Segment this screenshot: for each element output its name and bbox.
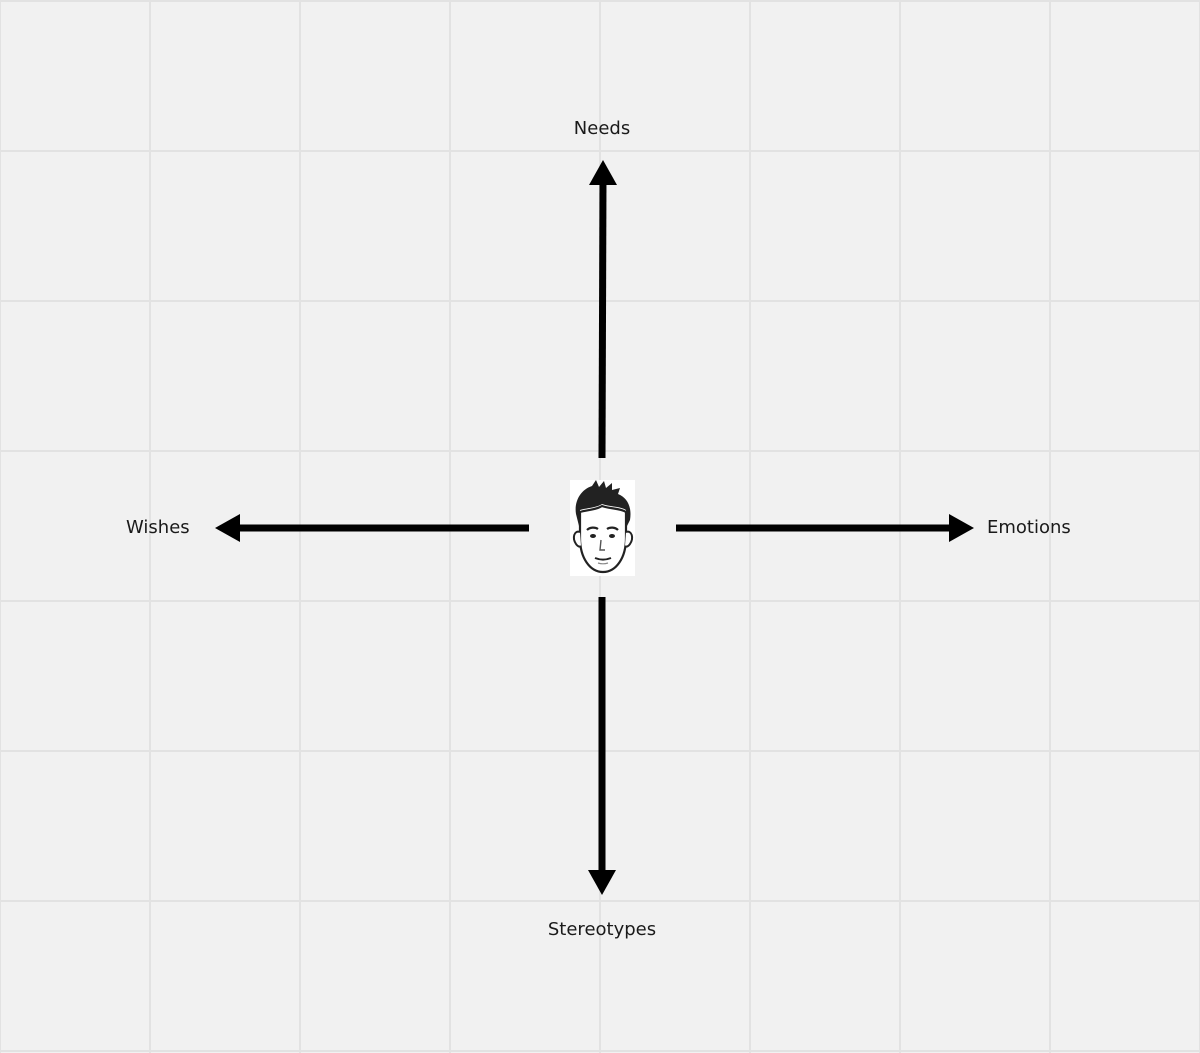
label-stereotypes: Stereotypes bbox=[547, 919, 657, 940]
label-needs: Needs bbox=[573, 118, 631, 139]
arrow-up bbox=[589, 160, 617, 459]
person-face-icon[interactable] bbox=[570, 480, 635, 576]
label-wishes: Wishes bbox=[126, 517, 190, 538]
label-emotions: Emotions bbox=[987, 517, 1071, 538]
arrow-left bbox=[215, 514, 529, 542]
arrow-right bbox=[676, 514, 974, 542]
face-drawing bbox=[572, 480, 634, 574]
arrow-down bbox=[588, 597, 616, 895]
